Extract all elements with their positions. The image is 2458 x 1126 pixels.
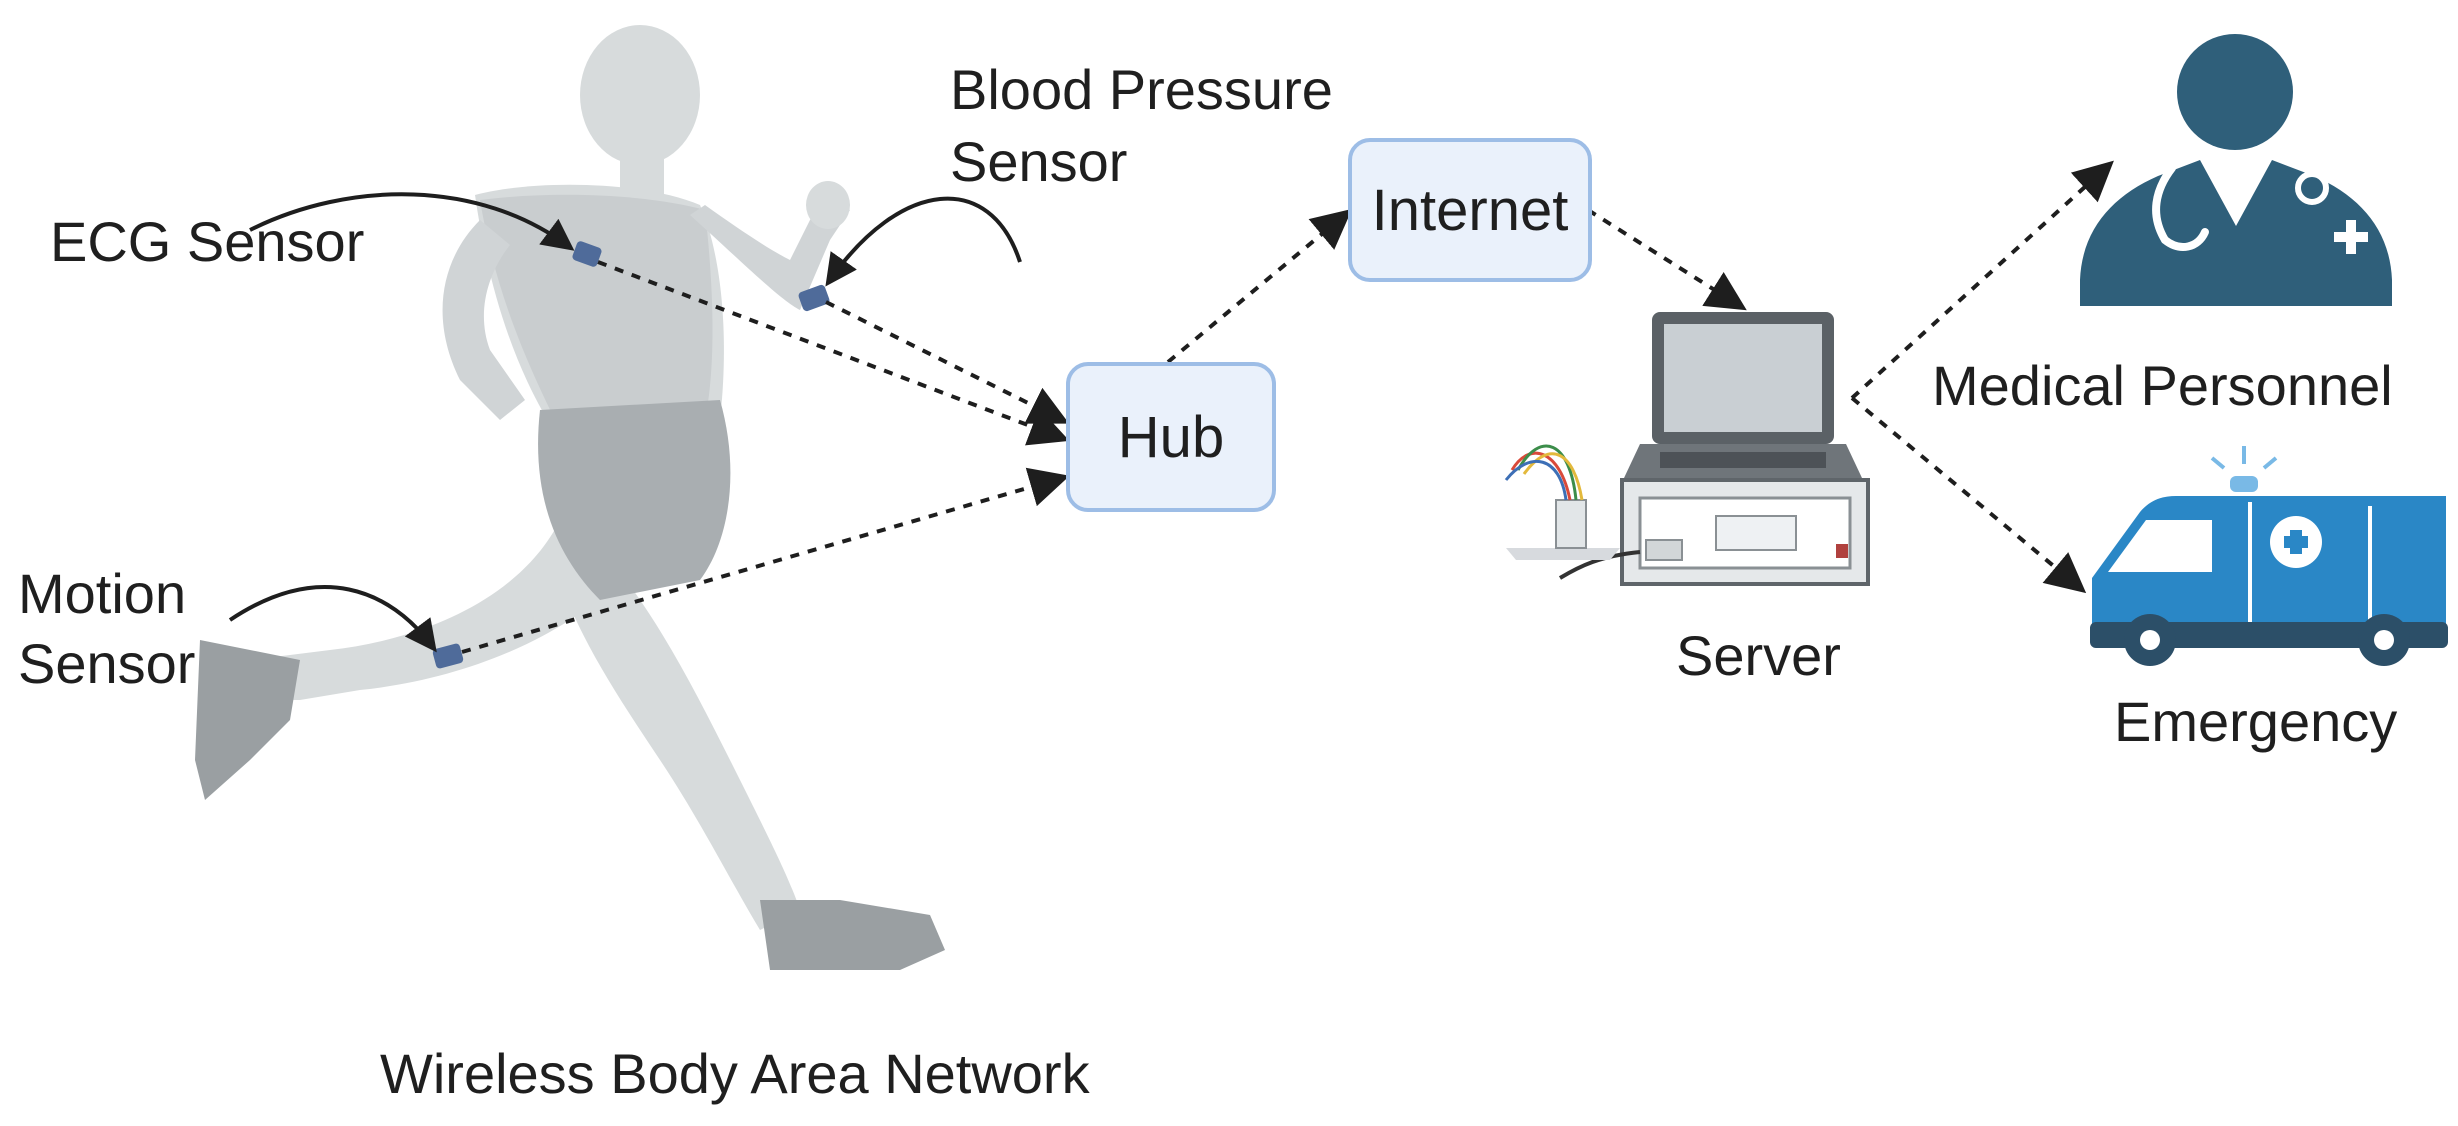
internet-to-server-arrow <box>1586 208 1747 311</box>
doctor-icon <box>2080 34 2392 306</box>
internet-node: Internet <box>1348 138 1592 282</box>
bp-sensor-device <box>798 284 830 312</box>
bp-sensor-label-line1: Blood Pressure <box>950 58 1333 121</box>
motion-sensor-device <box>432 643 464 669</box>
ecg-pointer-arrow <box>249 192 575 251</box>
instrument-icon <box>1504 444 1870 586</box>
server-to-emergency-arrow <box>1850 396 2087 594</box>
bp-pointer-arrow <box>825 196 1022 287</box>
motion-sensor-label-line2: Sensor <box>18 632 196 695</box>
diagram-title: Wireless Body Area Network <box>380 1042 1090 1105</box>
internet-label: Internet <box>1371 177 1569 243</box>
hub-label: Hub <box>1117 404 1225 470</box>
motion-to-hub-arrow <box>461 467 1070 654</box>
server-to-medical-arrow <box>1850 160 2114 400</box>
motion-sensor-label-line1: Motion <box>18 562 187 625</box>
bp-to-hub-arrow <box>825 300 1070 424</box>
ambulance-icon <box>2090 446 2448 666</box>
bp-sensor-label-line2: Sensor <box>950 130 1128 193</box>
hub-node: Hub <box>1066 362 1276 512</box>
ecg-sensor-label: ECG Sensor <box>50 210 365 273</box>
emergency-label: Emergency <box>2114 690 2398 753</box>
ecg-sensor-device <box>572 241 602 267</box>
motion-pointer-arrow <box>228 585 437 653</box>
laptop-icon <box>1624 312 1862 478</box>
runner-figure <box>195 25 945 970</box>
server-label: Server <box>1676 624 1841 687</box>
hub-to-internet-arrow <box>1166 208 1353 364</box>
medical-personnel-label: Medical Personnel <box>1932 354 2393 417</box>
